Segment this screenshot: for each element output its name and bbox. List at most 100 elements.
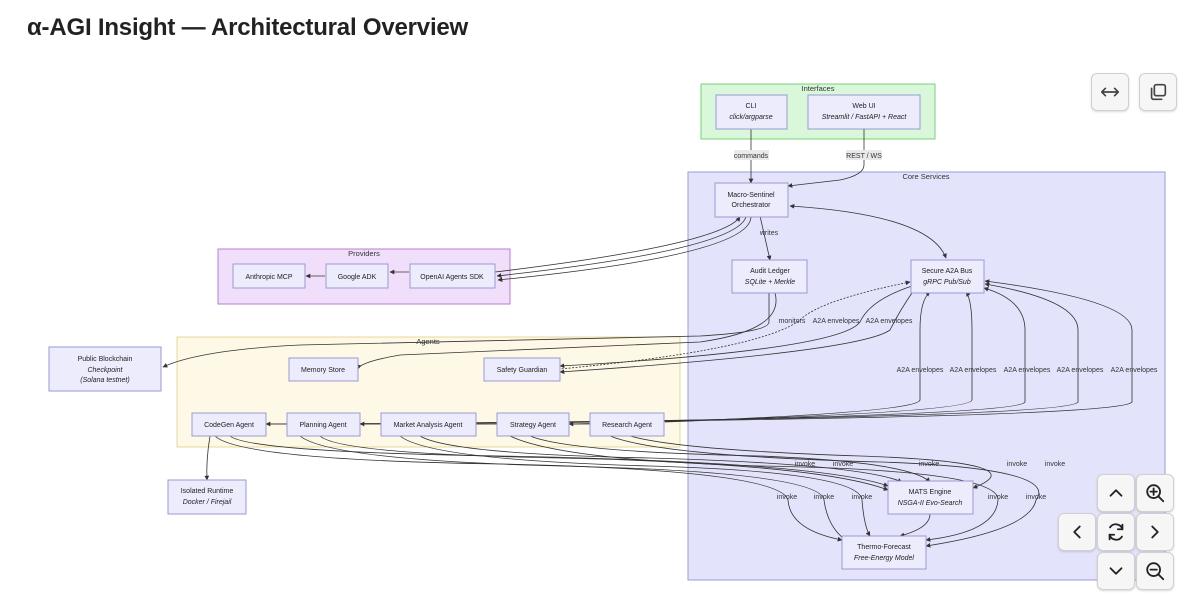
edge-research-thermo (609, 435, 1040, 548)
node-mats-engine[interactable]: MATS Engine NSGA-II Evo-Search (887, 480, 974, 515)
edge-strategy-thermo (509, 435, 999, 542)
edge-planning-mats (319, 435, 889, 491)
svg-text:Audit Ledger: Audit Ledger (750, 268, 790, 275)
edge-orchestrator-ledger (759, 215, 772, 261)
page-title: α-AGI Insight — Architectural Overview (27, 14, 469, 41)
zoom-out-icon (1146, 562, 1165, 581)
pan-right-button[interactable] (1136, 513, 1174, 551)
label-invoke: invoke (777, 494, 797, 501)
edge-codegen-mats (229, 435, 889, 487)
edge-orch-openai-2 (496, 216, 747, 278)
label-rest-ws: REST / WS (846, 153, 882, 160)
node-public-blockchain[interactable]: Public Blockchain Checkpoint (Solana tes… (48, 346, 162, 392)
svg-text:Google ADK: Google ADK (338, 274, 377, 281)
svg-text:CLI: CLI (746, 103, 757, 110)
refresh-icon (1108, 523, 1124, 541)
edge-ledger-memory (356, 292, 777, 370)
svg-text:(Solana testnet): (Solana testnet) (80, 377, 129, 384)
chevron-up-icon (1109, 489, 1123, 497)
node-market-analysis-agent[interactable]: Market Analysis Agent (380, 412, 477, 437)
svg-text:gRPC Pub/Sub: gRPC Pub/Sub (923, 279, 971, 286)
copy-icon (1150, 83, 1167, 101)
reset-button[interactable] (1097, 513, 1135, 551)
svg-text:OpenAI Agents SDK: OpenAI Agents SDK (420, 274, 484, 281)
edge-bus-safety-3 (559, 289, 915, 375)
label-invoke: invoke (1026, 494, 1046, 501)
node-anthropic-mcp[interactable]: Anthropic MCP (232, 263, 306, 289)
edge-research-mats (629, 435, 992, 489)
node-strategy-agent[interactable]: Strategy Agent (496, 412, 570, 437)
node-a2a-bus[interactable]: Secure A2A Bus gRPC Pub/Sub (910, 259, 985, 294)
node-cli[interactable]: CLI click/argparse (715, 94, 788, 130)
svg-text:Memory Store: Memory Store (301, 367, 345, 374)
label-a2a: A2A envelopes (950, 367, 997, 374)
label-a2a: A2A envelopes (1111, 367, 1158, 374)
label-invoke: invoke (988, 494, 1008, 501)
edge-orch-openai-3 (497, 216, 752, 282)
edge-bus-safety-1 (559, 280, 911, 370)
edge-bus-safety-2 (559, 285, 913, 369)
label-commands: commands (734, 153, 769, 160)
label-invoke: invoke (833, 461, 853, 468)
svg-text:Docker / Firejail: Docker / Firejail (183, 499, 232, 506)
copy-button[interactable] (1139, 73, 1177, 111)
edge-bus-research (664, 291, 931, 423)
edge-strategy-mats (529, 435, 931, 483)
node-isolated-runtime[interactable]: Isolated Runtime Docker / Firejail (167, 479, 247, 515)
svg-text:Public Blockchain: Public Blockchain (78, 356, 133, 363)
arrows-horizontal-icon (1100, 87, 1120, 97)
label-invoke: invoke (1007, 461, 1027, 468)
edge-codegen-runtime (204, 435, 211, 481)
svg-text:Market Analysis Agent: Market Analysis Agent (394, 422, 463, 429)
label-writes: writes (759, 230, 779, 237)
node-orchestrator[interactable]: Macro-Sentinel Orchestrator (714, 182, 789, 218)
edge-codegen-thermo (214, 435, 843, 542)
edge-orch-openai-1 (494, 216, 741, 273)
svg-text:NSGA-II Evo-Search: NSGA-II Evo-Search (898, 500, 963, 507)
nodes: CLI click/argparse Web UI Streamlit / Fa… (48, 94, 985, 570)
svg-text:Strategy Agent: Strategy Agent (510, 422, 556, 429)
edge-labels: commands REST / WS writes monitors A2A e… (734, 150, 1158, 501)
svg-text:Isolated Runtime: Isolated Runtime (181, 488, 234, 495)
node-memory-store[interactable]: Memory Store (288, 357, 359, 382)
node-research-agent[interactable]: Research Agent (589, 412, 665, 437)
edge-planning-thermo (299, 435, 851, 544)
chevron-down-icon (1109, 567, 1123, 575)
group-label-providers: Providers (348, 249, 380, 258)
node-thermo-forecast[interactable]: Thermo-Forecast Free-Energy Model (841, 535, 927, 570)
svg-text:Web UI: Web UI (852, 103, 875, 110)
label-invoke: invoke (795, 461, 815, 468)
svg-text:CodeGen Agent: CodeGen Agent (204, 422, 254, 429)
svg-text:Secure A2A Bus: Secure A2A Bus (922, 268, 973, 275)
node-planning-agent[interactable]: Planning Agent (286, 412, 361, 437)
node-google-adk[interactable]: Google ADK (325, 263, 389, 289)
edge-ledger-blockchain (162, 293, 770, 368)
pan-down-button[interactable] (1097, 552, 1135, 590)
zoom-out-button[interactable] (1136, 552, 1174, 590)
node-safety-guardian[interactable]: Safety Guardian (483, 357, 561, 382)
pan-up-button[interactable] (1097, 474, 1135, 512)
svg-text:Orchestrator: Orchestrator (732, 202, 772, 209)
svg-text:Planning Agent: Planning Agent (299, 422, 346, 429)
label-a2a: A2A envelopes (1057, 367, 1104, 374)
node-audit-ledger[interactable]: Audit Ledger SQLite + Merkle (731, 259, 808, 294)
pan-left-button[interactable] (1058, 513, 1096, 551)
zoom-in-button[interactable] (1136, 474, 1174, 512)
group-label-agents: Agents (416, 337, 440, 346)
svg-text:Macro-Sentinel: Macro-Sentinel (727, 192, 775, 199)
svg-text:Checkpoint: Checkpoint (87, 367, 123, 374)
label-a2a: A2A envelopes (1004, 367, 1051, 374)
node-openai-agents-sdk[interactable]: OpenAI Agents SDK (409, 263, 496, 289)
edge-market-thermo (399, 435, 871, 537)
fit-width-button[interactable] (1091, 73, 1129, 111)
node-codegen-agent[interactable]: CodeGen Agent (191, 412, 267, 437)
node-web-ui[interactable]: Web UI Streamlit / FastAPI + React (807, 94, 921, 130)
label-invoke: invoke (1045, 461, 1065, 468)
edge-mats-thermo (899, 513, 931, 538)
svg-text:Safety Guardian: Safety Guardian (497, 367, 548, 374)
svg-text:Anthropic MCP: Anthropic MCP (245, 274, 292, 281)
edge-orchestrator-bus (789, 203, 947, 259)
svg-text:SQLite + Merkle: SQLite + Merkle (745, 279, 795, 286)
label-a2a: A2A envelopes (813, 318, 860, 325)
